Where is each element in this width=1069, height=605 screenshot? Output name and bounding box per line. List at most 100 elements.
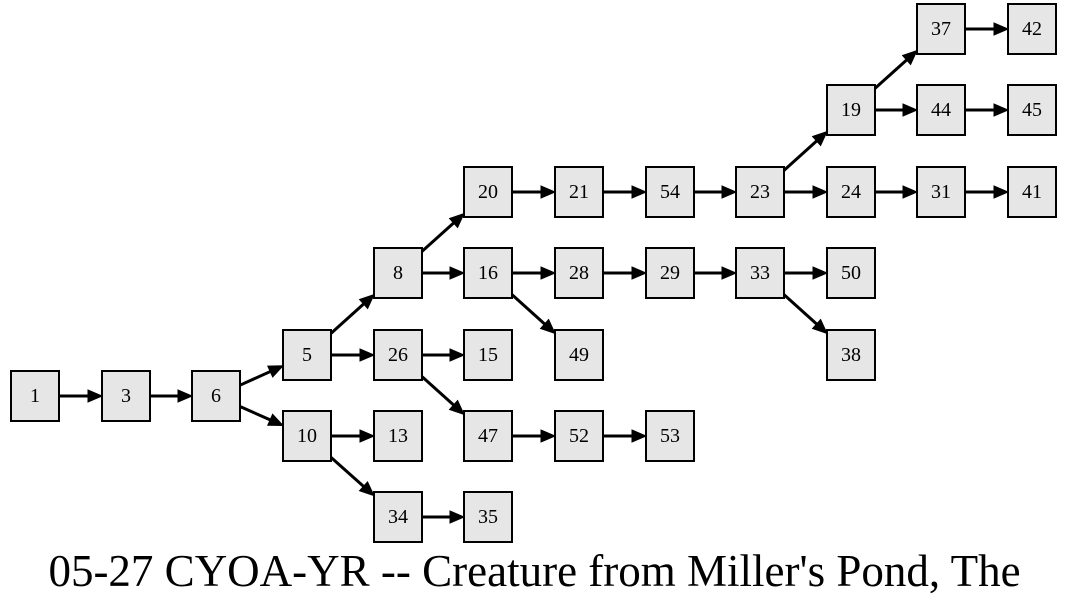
node-label: 16: [478, 262, 498, 284]
node-16: 16: [463, 247, 513, 299]
node-49: 49: [554, 329, 604, 381]
node-box: [916, 84, 966, 136]
node-label: 33: [750, 262, 770, 284]
node-35: 35: [463, 491, 513, 543]
node-33: 33: [735, 247, 785, 299]
edge-44-to-45: [965, 103, 1010, 117]
edge-52-to-53: [603, 429, 648, 443]
edge-line: [239, 405, 271, 422]
node-label: 3: [121, 385, 131, 407]
node-31: 31: [916, 166, 966, 218]
edge-19-to-44: [875, 103, 919, 117]
node-label: 31: [931, 181, 951, 203]
node-54: 54: [645, 166, 695, 218]
arrowhead: [631, 429, 648, 443]
node-label: 35: [478, 506, 498, 528]
arrowhead: [448, 212, 465, 229]
edge-6-to-5: [239, 365, 285, 387]
node-box: [191, 370, 241, 422]
arrowhead: [993, 22, 1010, 36]
node-6: 6: [191, 370, 241, 422]
node-box: [373, 410, 423, 462]
node-50: 50: [826, 247, 876, 299]
node-label: 44: [931, 99, 951, 121]
node-box: [463, 329, 513, 381]
node-box: [645, 247, 695, 299]
edge-10-to-34: [330, 456, 375, 497]
node-box: [282, 329, 332, 381]
node-box: [373, 329, 423, 381]
edge-line: [782, 139, 818, 172]
node-box: [463, 491, 513, 543]
node-label: 37: [931, 18, 951, 40]
arrowhead: [721, 266, 738, 280]
node-label: 47: [478, 425, 498, 447]
edge-line: [782, 293, 818, 326]
edge-8-to-16: [422, 266, 466, 280]
arrowhead: [812, 185, 829, 199]
node-label: 34: [388, 506, 408, 528]
node-29: 29: [645, 247, 695, 299]
node-box: [554, 247, 604, 299]
arrowhead: [267, 365, 285, 378]
node-10: 10: [282, 410, 332, 462]
node-47: 47: [463, 410, 513, 462]
edge-line: [329, 302, 365, 335]
arrowhead: [540, 429, 557, 443]
edge-33-to-38: [782, 293, 828, 335]
edge-line: [873, 58, 908, 90]
edges-layer: [59, 22, 1010, 524]
node-label: 38: [841, 344, 861, 366]
node-label: 8: [393, 262, 403, 284]
node-box: [373, 491, 423, 543]
arrowhead: [902, 103, 919, 117]
node-label: 26: [388, 344, 408, 366]
node-box: [1007, 84, 1057, 136]
edge-line: [420, 221, 455, 253]
node-15: 15: [463, 329, 513, 381]
arrowhead: [901, 49, 918, 66]
node-5: 5: [282, 329, 332, 381]
arrowhead: [358, 293, 375, 310]
edge-line: [420, 375, 455, 407]
edge-54-to-23: [694, 185, 738, 199]
node-45: 45: [1007, 84, 1057, 136]
node-53: 53: [645, 410, 695, 462]
node-label: 20: [478, 181, 498, 203]
edge-26-to-47: [420, 375, 465, 416]
node-box: [826, 166, 876, 218]
edge-16-to-49: [510, 293, 556, 335]
edge-33-to-50: [784, 266, 829, 280]
arrowhead: [993, 103, 1010, 117]
arrowhead: [359, 348, 376, 362]
edge-24-to-31: [875, 185, 919, 199]
edge-21-to-54: [603, 185, 648, 199]
node-box: [826, 329, 876, 381]
edge-line: [330, 456, 365, 488]
node-box: [282, 410, 332, 462]
arrowhead: [358, 480, 375, 497]
edge-line: [239, 370, 271, 387]
edge-8-to-20: [420, 212, 465, 253]
arrowhead: [359, 429, 376, 443]
node-box: [1007, 3, 1057, 55]
edge-5-to-8: [329, 293, 375, 335]
arrowhead: [449, 510, 466, 524]
node-28: 28: [554, 247, 604, 299]
node-box: [463, 247, 513, 299]
node-8: 8: [373, 247, 423, 299]
node-box: [554, 329, 604, 381]
arrowhead: [87, 389, 104, 403]
node-box: [554, 410, 604, 462]
node-44: 44: [916, 84, 966, 136]
arrowhead: [811, 130, 828, 147]
node-box: [10, 370, 60, 422]
node-label: 24: [841, 181, 861, 203]
edge-29-to-33: [694, 266, 738, 280]
arrowhead: [631, 185, 648, 199]
edge-20-to-21: [512, 185, 557, 199]
edge-19-to-37: [873, 49, 918, 90]
arrowhead: [811, 318, 828, 335]
edge-26-to-15: [422, 348, 466, 362]
